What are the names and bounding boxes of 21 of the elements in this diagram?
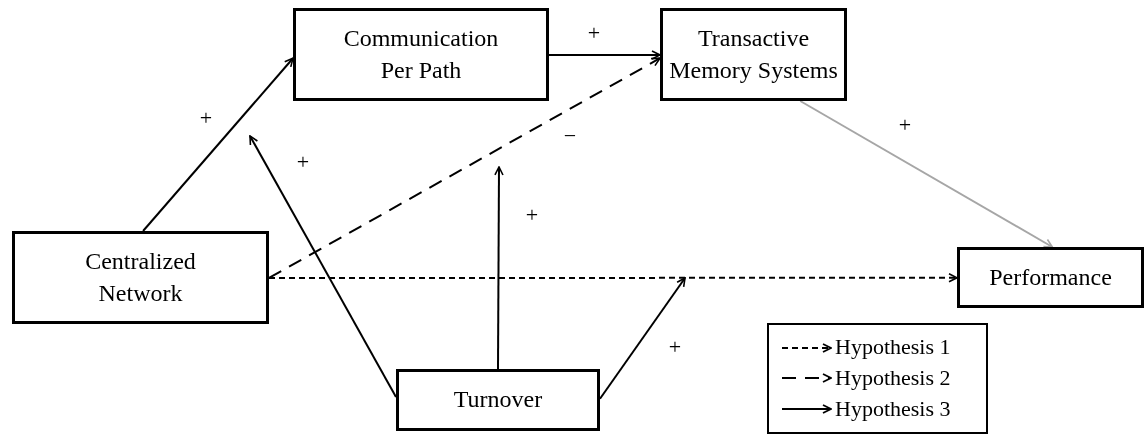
arrow (268, 273, 958, 283)
process-box (293, 8, 549, 101)
process-box (660, 8, 847, 101)
box-label: Turnover (453, 385, 543, 415)
arrow (599, 277, 686, 400)
arrow (494, 166, 504, 370)
process-box (12, 231, 269, 324)
box-label: Communication Per Path (342, 24, 500, 85)
process-box (957, 247, 1144, 308)
process-box (396, 369, 600, 431)
legend-label: Hypothesis 2 (835, 364, 951, 393)
box-label: Centralized Network (84, 247, 197, 308)
arrow (548, 50, 661, 60)
legend-label: Hypothesis 3 (835, 394, 951, 423)
arrow (268, 57, 661, 279)
arrow (249, 135, 397, 398)
arrow (142, 57, 294, 232)
legend-label: Hypothesis 1 (835, 333, 951, 362)
box-label: Transactive Memory Systems (668, 24, 839, 85)
arrow (799, 100, 1054, 248)
box-label: Performance (989, 262, 1112, 292)
